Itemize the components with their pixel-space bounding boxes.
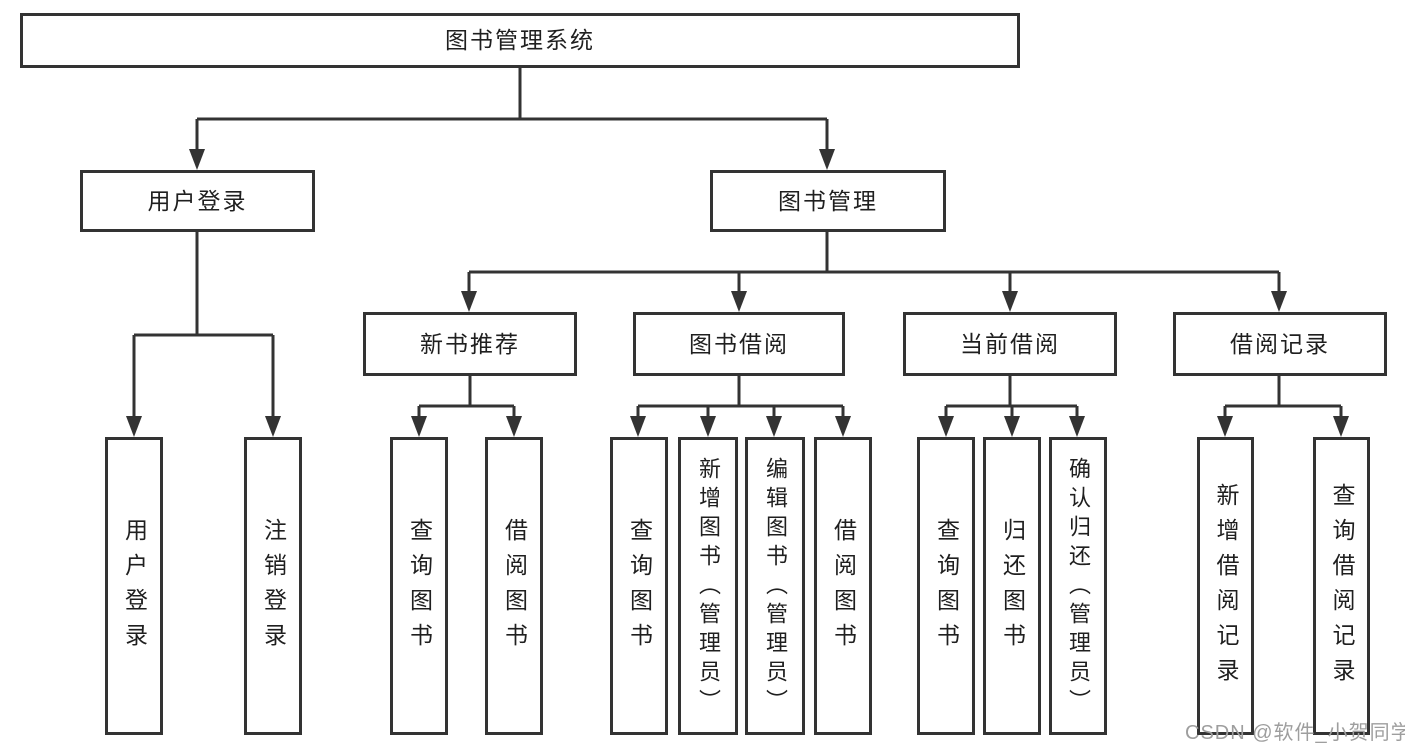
node-leaf-query-borrow-record: 查询借阅记录: [1313, 437, 1370, 735]
node-leaf-edit-books-admin: 编辑图书（管理员）: [745, 437, 805, 735]
node-leaf-confirm-return-admin: 确认归还（管理员）: [1049, 437, 1107, 735]
node-leaf-query-books-1: 查询图书: [390, 437, 448, 735]
node-book-borrowing: 图书借阅: [633, 312, 845, 376]
node-leaf-query-books-3: 查询图书: [917, 437, 975, 735]
node-leaf-borrow-books-1: 借阅图书: [485, 437, 543, 735]
node-leaf-logout: 注销登录: [244, 437, 302, 735]
node-new-book-recommend: 新书推荐: [363, 312, 577, 376]
csdn-watermark: CSDN @软件_小贺同学: [1185, 722, 1405, 744]
node-system-root: 图书管理系统: [20, 13, 1020, 68]
node-leaf-add-borrow-record: 新增借阅记录: [1197, 437, 1254, 735]
node-user-login-group: 用户登录: [80, 170, 315, 232]
node-book-management: 图书管理: [710, 170, 946, 232]
node-leaf-return-books: 归还图书: [983, 437, 1041, 735]
node-current-borrowing: 当前借阅: [903, 312, 1117, 376]
node-borrowing-records: 借阅记录: [1173, 312, 1387, 376]
node-leaf-add-books-admin: 新增图书（管理员）: [678, 437, 738, 735]
node-leaf-user-login: 用户登录: [105, 437, 163, 735]
node-leaf-borrow-books-2: 借阅图书: [814, 437, 872, 735]
node-leaf-query-books-2: 查询图书: [610, 437, 668, 735]
